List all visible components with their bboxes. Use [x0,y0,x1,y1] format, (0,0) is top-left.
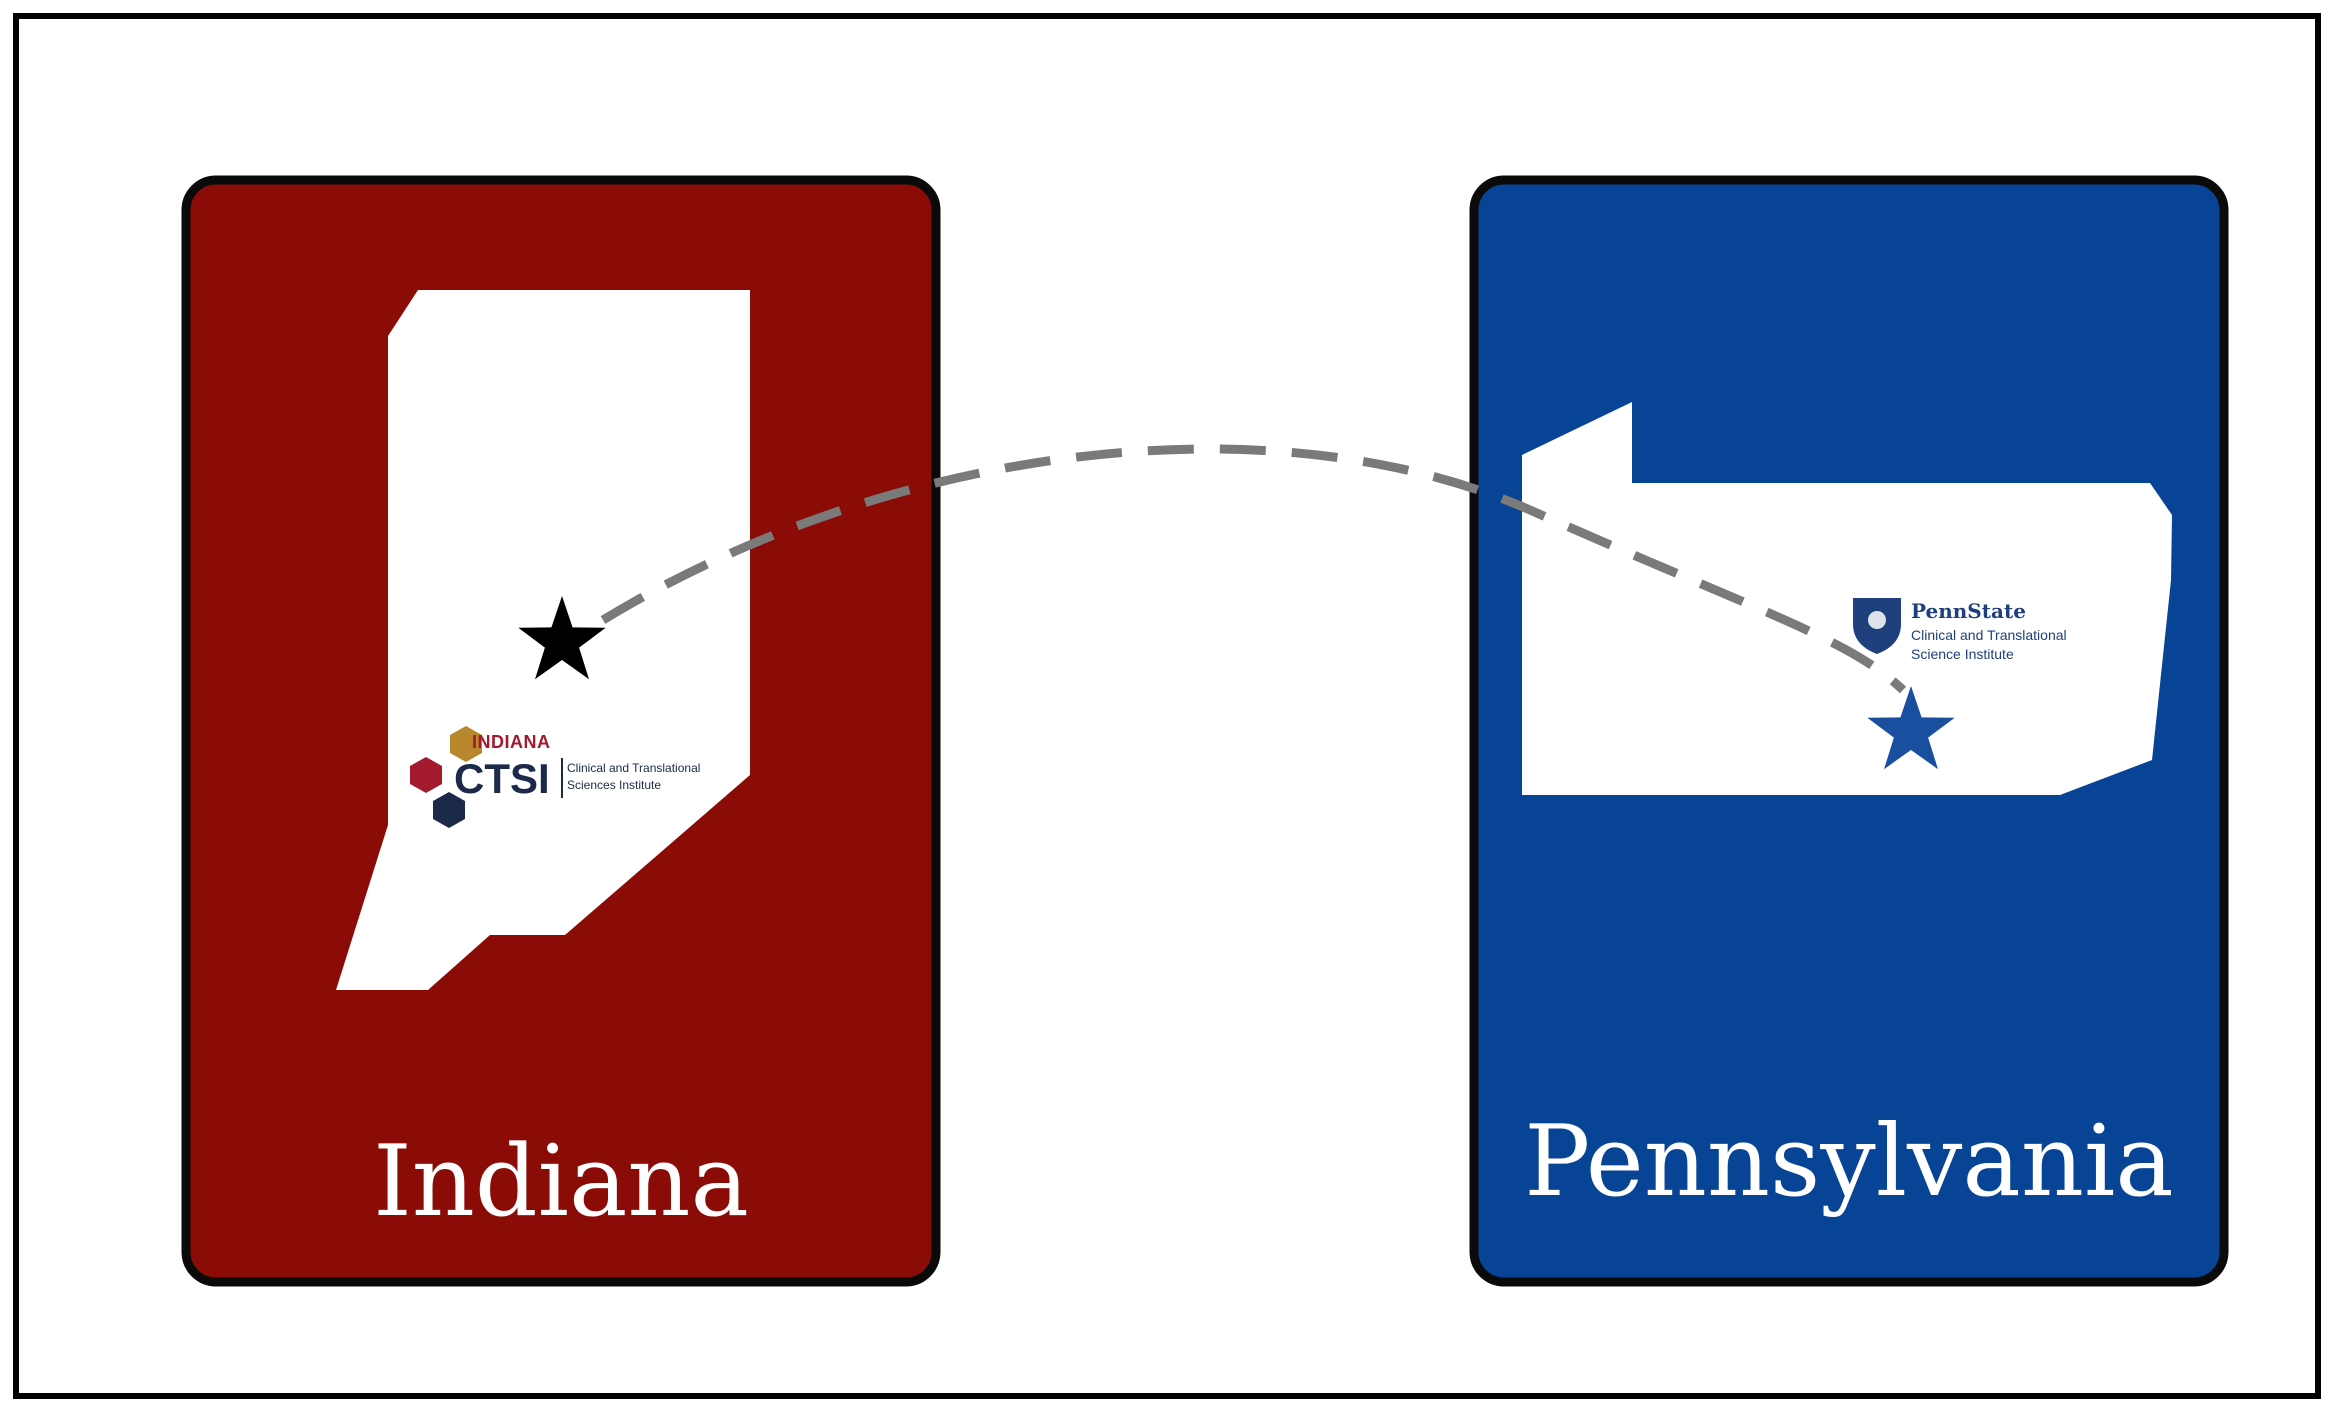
ctsi-subtitle-line1: Clinical and Translational [567,761,700,775]
psu-subtitle-line2: Science Institute [1911,646,2014,662]
pennsylvania-star-icon [1867,686,1955,770]
ctsi-org-label: INDIANA [472,732,551,752]
ctsi-hex-navy-icon [433,792,465,828]
ctsi-acronym-label: CTSI [454,755,550,802]
psu-wordmark: PennState [1911,599,2026,623]
indiana-ctsi-logo: INDIANA CTSI Clinical and Translational … [410,726,700,828]
indiana-card: INDIANA CTSI Clinical and Translational … [181,175,941,1287]
pennsylvania-card-label: Pennsylvania [1524,1105,2173,1219]
pennsylvania-card: PennState Clinical and Translational Sci… [1469,175,2229,1287]
ctsi-logo-divider [561,758,563,798]
pennsylvania-psu-logo: PennState Clinical and Translational Sci… [1853,598,2067,662]
psu-subtitle-line1: Clinical and Translational [1911,627,2067,643]
indiana-card-label: Indiana [373,1125,749,1239]
psu-shield-lion-detail [1868,611,1886,629]
indiana-star-icon [518,596,606,680]
ctsi-hex-red-icon [410,757,442,793]
ctsi-hex-gold-icon [450,726,482,762]
pennsylvania-state-map [1522,402,2172,795]
ctsi-subtitle-line2: Sciences Institute [567,778,661,792]
